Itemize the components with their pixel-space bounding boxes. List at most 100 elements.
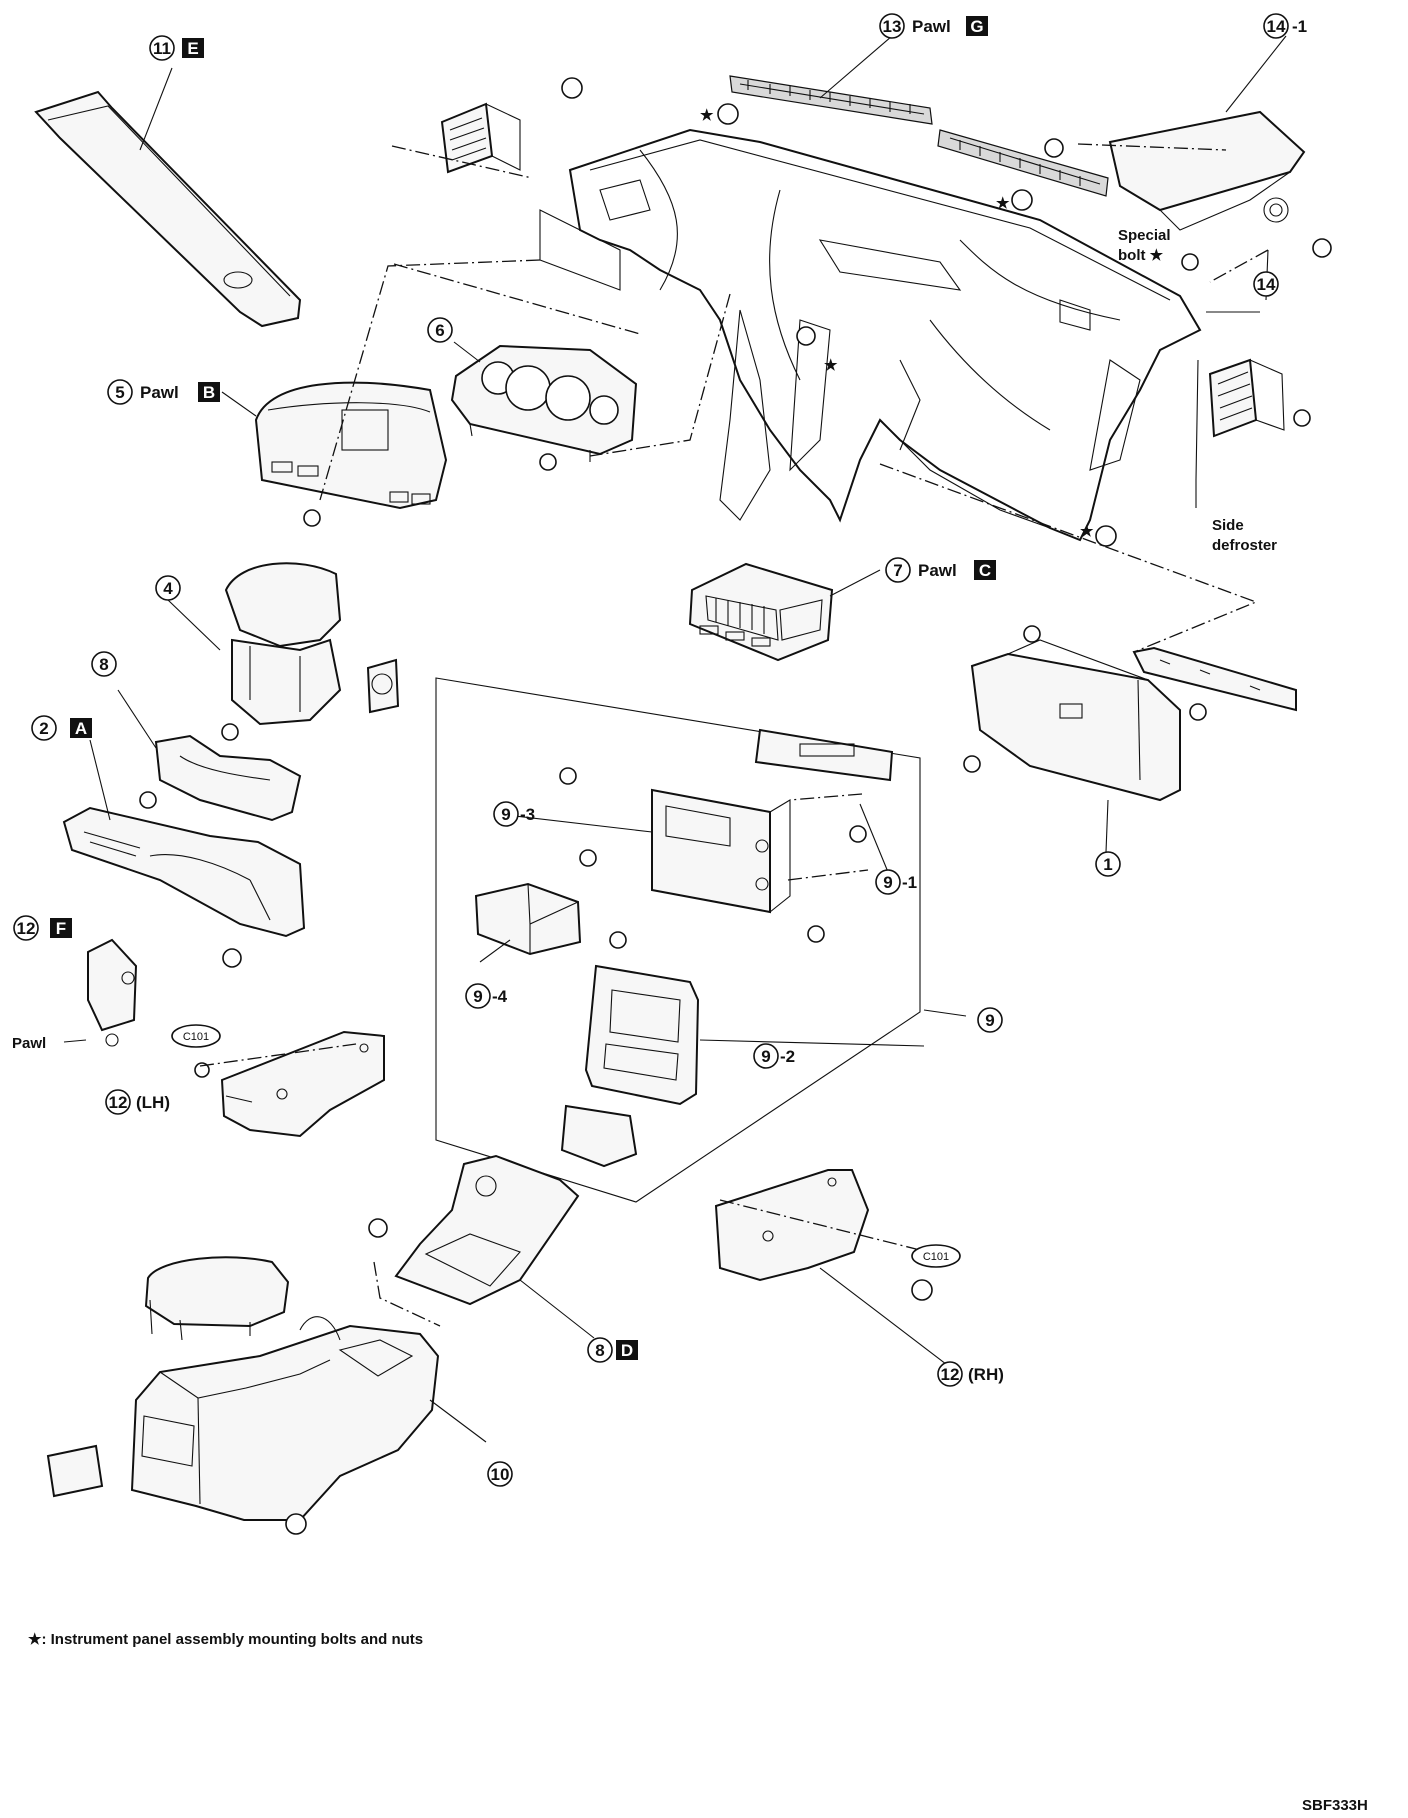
callout-7: 7 Pawl C [885, 557, 996, 583]
callout-4: 4 [155, 575, 181, 601]
svg-text:9: 9 [473, 987, 482, 1006]
part-12-lh-trim [220, 1030, 385, 1138]
callout-9: 9 [977, 1007, 1003, 1033]
part-9-3-radio-unit [651, 788, 791, 914]
part-2-lower-panel [62, 806, 306, 938]
callout-5: 5 Pawl B [107, 379, 220, 405]
svg-text:6: 6 [435, 321, 444, 340]
console-lid [144, 1256, 290, 1341]
callout-9-3: 9 -3 [493, 801, 535, 827]
part-11-pillar-garnish [34, 90, 302, 328]
callout-1: 1 [1095, 851, 1121, 877]
callout-12-lh: 12 (LH) [105, 1089, 170, 1115]
svg-text:14: 14 [1257, 275, 1276, 294]
svg-text:8: 8 [595, 1341, 604, 1360]
svg-text:D: D [621, 1341, 633, 1360]
part-4-column-cover [224, 562, 400, 726]
callout-2: 2 A [31, 715, 92, 741]
svg-text:C101: C101 [923, 1251, 949, 1263]
svg-text:-1: -1 [1292, 17, 1307, 36]
svg-text:Pawl: Pawl [140, 383, 179, 402]
svg-text:9: 9 [761, 1047, 770, 1066]
instrument-panel-body [539, 128, 1202, 542]
svg-text:G: G [970, 17, 983, 36]
svg-text:★: ★ [700, 107, 714, 124]
part-10-center-console [130, 1316, 440, 1521]
side-vent-left [440, 102, 521, 174]
clip-c101-rh: C101 [911, 1244, 961, 1268]
svg-text:Pawl: Pawl [12, 1035, 46, 1052]
console-end-cap [46, 1444, 104, 1498]
clip-c101-lh: C101 [171, 1024, 221, 1048]
part-9-1-front-panel [754, 728, 894, 782]
svg-text:Pawl: Pawl [912, 17, 951, 36]
callout-6: 6 [427, 317, 453, 343]
callout-13: 13 Pawl G [879, 13, 988, 39]
glove-box-bracket [1132, 646, 1297, 712]
svg-text:11: 11 [153, 39, 171, 58]
svg-text:1: 1 [1103, 855, 1112, 874]
part-9-4-pocket [474, 882, 582, 956]
svg-text:12: 12 [941, 1365, 960, 1384]
svg-text:Side: Side [1212, 517, 1244, 534]
svg-text:-4: -4 [492, 987, 508, 1006]
part-7-center-vent [688, 562, 834, 662]
svg-text:Pawl: Pawl [918, 561, 957, 580]
callout-8-d: 8 D [587, 1337, 638, 1363]
part-12-kick-trim [87, 938, 138, 1047]
svg-text:A: A [75, 719, 87, 738]
svg-text:-2: -2 [780, 1047, 795, 1066]
callout-11: 11 E [149, 35, 204, 61]
part-8-shift-finisher [394, 1154, 580, 1306]
part-8-lower-cover-upper [154, 734, 302, 822]
svg-text:7: 7 [893, 561, 902, 580]
side-defroster-label: Side defroster [1212, 517, 1277, 554]
svg-text:C: C [979, 561, 991, 580]
star-markers: ★ ★ ★ ★ [700, 107, 1094, 540]
svg-text:Special: Special [1118, 227, 1171, 244]
svg-text:defroster: defroster [1212, 537, 1277, 554]
part-5-cluster-lid [254, 381, 448, 510]
svg-text:E: E [187, 39, 198, 58]
svg-text:-1: -1 [902, 873, 917, 892]
svg-text:-3: -3 [520, 805, 535, 824]
svg-text:(LH): (LH) [136, 1093, 170, 1112]
ashtray [560, 1104, 638, 1168]
special-bolt-label: Special bolt ★ [1118, 227, 1171, 264]
part-6-combination-meter [450, 344, 638, 462]
svg-text:2: 2 [39, 719, 48, 738]
callout-8-upper: 8 [91, 651, 117, 677]
callout-9-4: 9 -4 [465, 983, 508, 1009]
footnote: ★: Instrument panel assembly mounting bo… [28, 1631, 423, 1648]
svg-text:★: ★ [996, 195, 1010, 212]
part-1-glove-box [970, 639, 1181, 802]
part-14-1-upper-lid [1108, 110, 1306, 231]
callout-12-f: 12 F [13, 915, 72, 941]
svg-text:F: F [56, 919, 66, 938]
svg-text:★: ★ [824, 357, 838, 374]
callout-14: 14 [1253, 271, 1279, 297]
part-9-2-center-finisher [584, 964, 700, 1106]
svg-text:13: 13 [883, 17, 902, 36]
svg-text:9: 9 [883, 873, 892, 892]
side-vent-right [1208, 358, 1285, 438]
svg-text:9: 9 [985, 1011, 994, 1030]
part-13-defroster-grille [729, 75, 1109, 197]
svg-text:8: 8 [99, 655, 108, 674]
pawl-label: Pawl [12, 1035, 87, 1052]
svg-text:12: 12 [109, 1093, 128, 1112]
callout-12-rh: 12 (RH) [937, 1361, 1004, 1387]
svg-text:12: 12 [17, 919, 36, 938]
part-12-rh-trim [714, 1169, 870, 1282]
callout-10: 10 [487, 1461, 513, 1487]
svg-text:9: 9 [501, 805, 510, 824]
figure-code: SBF333H [1302, 1797, 1368, 1814]
svg-text:4: 4 [163, 579, 173, 598]
svg-text:B: B [203, 383, 215, 402]
svg-text:10: 10 [491, 1465, 510, 1484]
svg-text:(RH): (RH) [968, 1365, 1004, 1384]
svg-text:5: 5 [115, 383, 124, 402]
callout-14-1: 14 -1 [1263, 13, 1307, 39]
svg-text:14: 14 [1267, 17, 1286, 36]
